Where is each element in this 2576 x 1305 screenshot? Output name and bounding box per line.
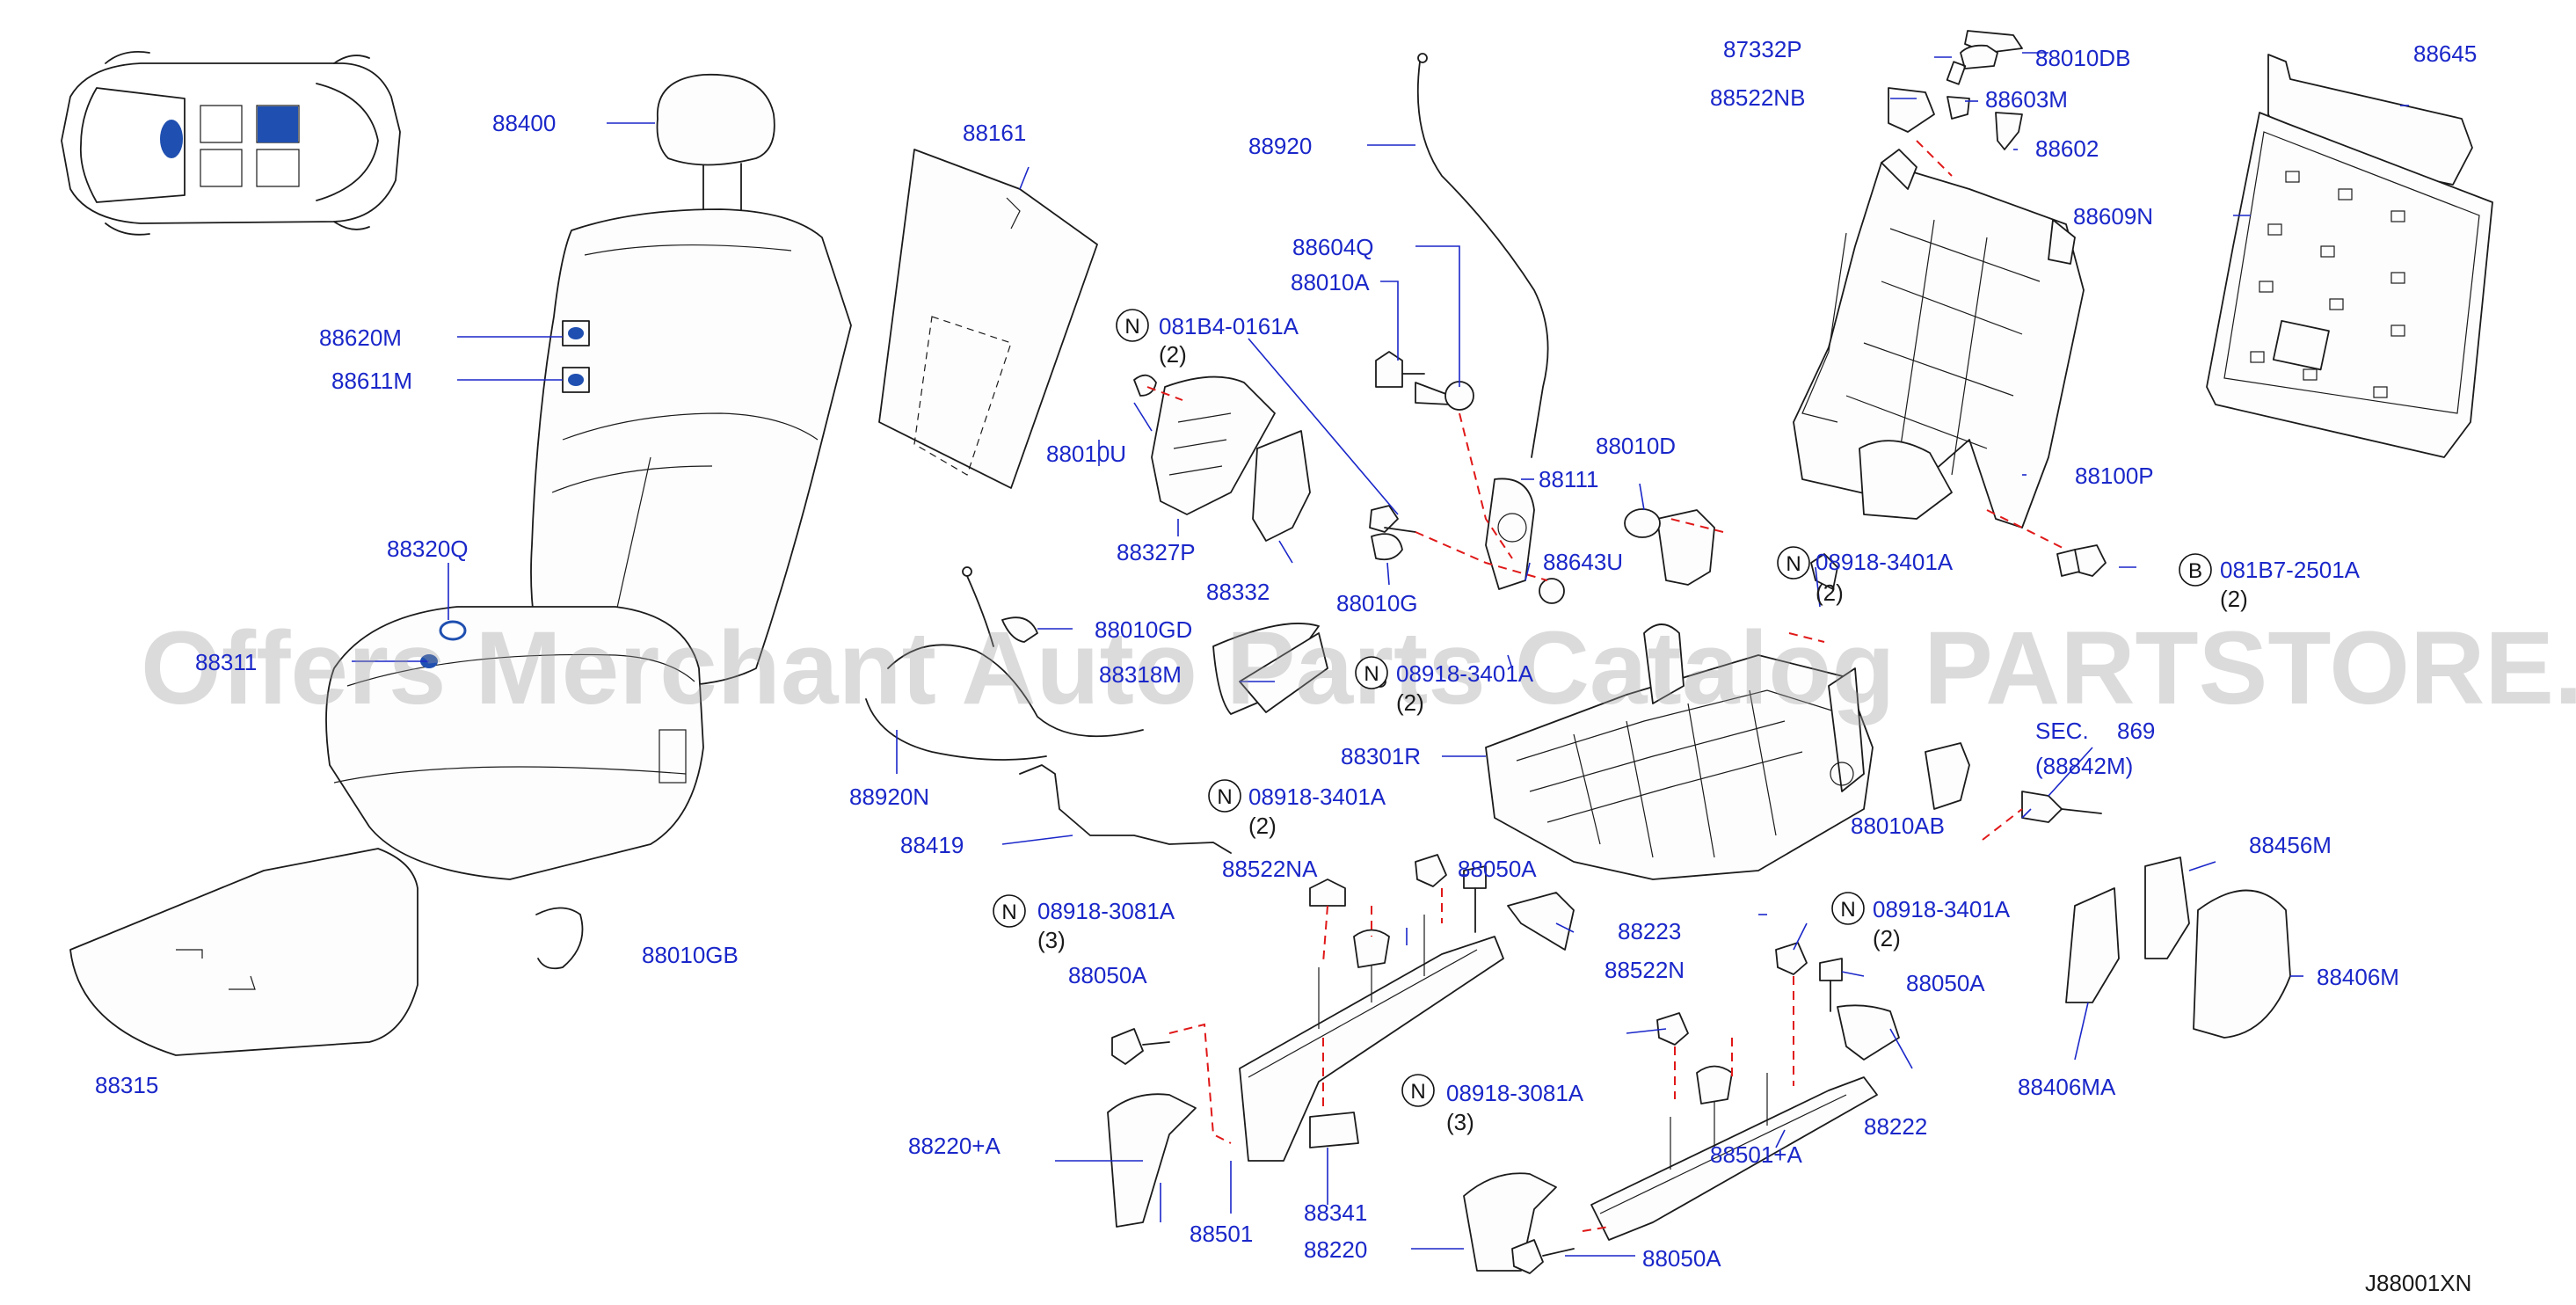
- part-label: 08918-3401A: [1248, 784, 1386, 810]
- quantity-label: (2): [2220, 586, 2248, 612]
- part-label: 88620M: [319, 324, 402, 351]
- part-label: 88220: [1304, 1236, 1367, 1263]
- part-label: 081B4-0161A: [1159, 313, 1299, 339]
- quantity-label: (2): [1159, 341, 1187, 368]
- part-label: 88010G: [1336, 590, 1418, 616]
- part-label: 88161: [963, 120, 1026, 146]
- part-label: 88301R: [1341, 743, 1421, 769]
- seat-rails: [1239, 915, 1878, 1241]
- part-label: 88602: [2035, 135, 2099, 162]
- part-label: 88501: [1190, 1221, 1253, 1247]
- seat-assembly: [325, 73, 852, 880]
- part-label: 88603M: [1985, 86, 2068, 113]
- badge-letter: N: [1124, 315, 1139, 339]
- part-label: 08918-3401A: [1873, 896, 2011, 922]
- part-label: 88406M: [2317, 964, 2399, 990]
- part-label: 08918-3081A: [1037, 898, 1175, 924]
- part-label: 88318M: [1099, 661, 1182, 688]
- part-label: 081B7-2501A: [2220, 557, 2361, 583]
- part-label: 88315: [95, 1072, 158, 1098]
- part-label: 88522NA: [1222, 856, 1318, 882]
- part-label: (88842M): [2035, 753, 2133, 779]
- part-label: 08918-3401A: [1396, 660, 1534, 687]
- part-label: 08918-3401A: [1816, 549, 1954, 575]
- part-label: 88010A: [1291, 269, 1370, 295]
- back-frame: [1793, 149, 2085, 529]
- quantity-labels: (2) (2) (2) (3) (3) (2) (2) (2): [1037, 341, 2248, 1135]
- part-label: 08918-3081A: [1446, 1080, 1584, 1106]
- part-label: 88222: [1864, 1113, 1927, 1140]
- quantity-label: (3): [1037, 927, 1066, 953]
- part-label: 88010AB: [1851, 813, 1945, 839]
- recliner-parts: [1133, 374, 1715, 715]
- diagram-code: J88001XN: [2365, 1270, 2471, 1296]
- part-label: 88050A: [1906, 970, 1985, 996]
- part-label: 88341: [1304, 1199, 1367, 1226]
- cables: [865, 53, 1549, 761]
- covers: [1107, 857, 2291, 1272]
- badge-letter: N: [1840, 898, 1855, 922]
- badge-letter: N: [1001, 900, 1016, 924]
- part-label: 88522NB: [1710, 84, 1805, 111]
- part-label: 88645: [2413, 40, 2477, 67]
- part-label: 88010D: [1596, 433, 1676, 459]
- part-label: 88010GD: [1095, 616, 1192, 643]
- part-label: 88522N: [1605, 957, 1685, 983]
- part-label: 88406MA: [2018, 1074, 2116, 1100]
- part-label: 88327P: [1117, 539, 1196, 565]
- part-label: 869: [2117, 718, 2155, 744]
- part-label: 88320Q: [387, 536, 469, 562]
- badge-letter: N: [1786, 552, 1801, 576]
- part-label: 88456M: [2249, 832, 2332, 858]
- part-label: 88010GB: [642, 942, 739, 968]
- leader-lines: [352, 52, 2409, 1257]
- quantity-label: (2): [1873, 925, 1901, 951]
- part-label: 88010U: [1046, 441, 1126, 467]
- part-label: 88311: [195, 649, 257, 675]
- vehicle-locator-icon: [61, 50, 401, 236]
- part-label: 87332P: [1723, 36, 1802, 62]
- part-label: SEC.: [2035, 718, 2089, 744]
- part-label: 88643U: [1543, 549, 1623, 575]
- part-label: 88609N: [2073, 203, 2153, 230]
- fasteners: [1111, 351, 2080, 1274]
- back-board: [878, 149, 1098, 489]
- quantity-label: (2): [1248, 813, 1277, 839]
- spec-badges: N N N N N N B N: [993, 309, 2212, 1107]
- part-label: 88400: [492, 110, 556, 136]
- rod-88419: [1019, 764, 1232, 854]
- badge-letter: N: [1217, 785, 1232, 809]
- part-label: 88332: [1206, 579, 1270, 605]
- badge-letter: N: [1410, 1080, 1425, 1104]
- part-label: 88111: [1539, 466, 1598, 492]
- part-label: 88050A: [1458, 856, 1537, 882]
- part-label: 88604Q: [1292, 234, 1374, 260]
- part-label: 88010DB: [2035, 45, 2130, 71]
- part-label: 88920N: [849, 784, 929, 810]
- rear-back-board: [2206, 54, 2493, 458]
- quantity-label: (3): [1446, 1109, 1474, 1135]
- cushion-frame: [1485, 623, 1874, 880]
- part-labels: 88400 88620M 88611M 88320Q 88311 88161 8…: [95, 36, 2477, 1272]
- part-label: 88220+A: [908, 1133, 1001, 1159]
- fastener-paths: [1146, 140, 2067, 1232]
- part-label: 88100P: [2075, 463, 2154, 489]
- part-label: 88501+A: [1710, 1141, 1802, 1168]
- quantity-label: (2): [1816, 580, 1844, 606]
- part-label: 88419: [900, 832, 964, 858]
- quantity-label: (2): [1396, 689, 1424, 716]
- part-label: 88050A: [1068, 962, 1147, 988]
- part-label: 88611M: [331, 368, 412, 394]
- small-parts-top: [1810, 30, 2107, 823]
- floor-pad: [69, 848, 584, 1056]
- part-label: 88050A: [1642, 1245, 1721, 1272]
- part-label: 88920: [1248, 133, 1312, 159]
- part-label: 88223: [1618, 918, 1681, 944]
- badge-letter: B: [2188, 559, 2202, 583]
- badge-letter: N: [1364, 662, 1379, 686]
